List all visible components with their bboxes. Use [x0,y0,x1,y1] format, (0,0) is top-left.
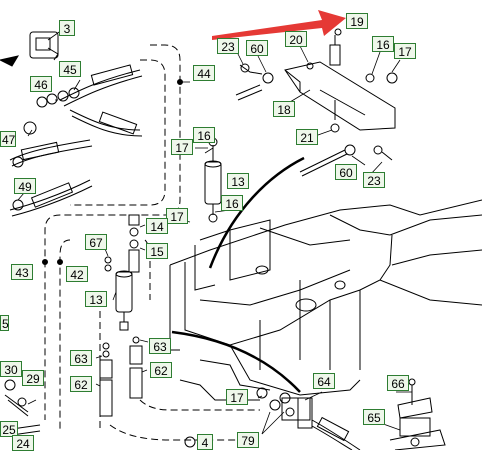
callout-16: 16 [221,195,243,211]
callout-15: 15 [146,243,168,259]
hydraulic-hose-group-lower [9,121,93,217]
fitting-column-lower [99,336,143,417]
callout-45: 45 [59,61,81,77]
callout-63: 63 [70,350,92,366]
callout-16: 16 [372,36,394,52]
callout-47: 47 [0,131,16,147]
callout-66: 66 [387,375,409,391]
mounting-bracket [389,378,446,450]
callout-18: 18 [273,101,295,117]
linkage-rod-mid [299,144,393,177]
callout-79: 79 [237,432,259,448]
callout-60: 60 [246,40,268,56]
callout-60: 60 [335,164,357,180]
callout-4: 4 [197,434,213,450]
callout-23: 23 [217,38,239,54]
leader-line-upper [208,156,305,269]
callout-17: 17 [166,208,188,224]
callout-19: 19 [346,13,368,29]
callout-23: 23 [363,172,385,188]
hydraulic-cylinder-lower [115,270,133,331]
callout-3: 3 [59,20,75,36]
left-pointer-arrow [0,55,20,67]
leader-line-lower [171,330,301,393]
callout-13: 13 [227,173,249,189]
callout-5: 5 [0,315,9,331]
callout-64: 64 [313,373,335,389]
callout-21: 21 [296,129,318,145]
hydraulic-hose-group-upper [59,64,143,137]
fitting-stack [36,87,80,108]
hose-fitting-right [297,397,361,450]
fitting-column [104,214,140,273]
callout-30: 30 [0,361,22,377]
callout-65: 65 [363,409,385,425]
callout-13: 13 [85,291,107,307]
callout-25: 25 [0,421,18,437]
callout-49: 49 [14,178,36,194]
callout-62: 62 [150,362,172,378]
callout-43: 43 [11,264,33,280]
leader-lines [17,29,412,435]
callout-14: 14 [146,218,168,234]
red-pointer-arrow [212,10,346,40]
callout-16: 16 [193,127,215,143]
bolt-and-washer [4,379,29,417]
callout-46: 46 [30,76,52,92]
callout-17: 17 [171,139,193,155]
callout-62: 62 [70,376,92,392]
callout-20: 20 [285,31,307,47]
hydraulic-cylinder-upper [204,137,222,223]
callout-29: 29 [22,370,44,386]
upper-bracket [284,28,396,131]
linkage-rod-upper [235,63,274,101]
callout-17: 17 [394,43,416,59]
callout-17: 17 [226,389,248,405]
callout-63: 63 [149,338,171,354]
lower-link-fittings [256,387,311,421]
callout-67: 67 [85,234,107,250]
callout-44: 44 [193,65,215,81]
hose-clamp-assembly [29,31,59,61]
tractor-frame [169,199,482,401]
callout-24: 24 [12,435,34,451]
callout-42: 42 [66,266,88,282]
